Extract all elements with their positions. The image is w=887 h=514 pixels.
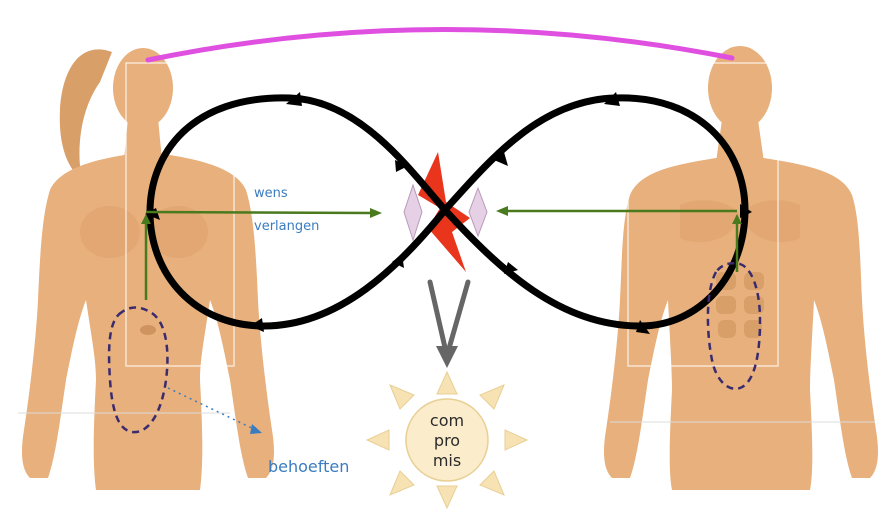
funnel-arrow (427, 279, 471, 368)
desire-label: verlangen (254, 219, 319, 234)
needs-pointer-head (250, 424, 262, 434)
needs-label: behoeften (268, 457, 349, 476)
loop-arrowheads (145, 92, 752, 334)
needs-pointer (167, 387, 257, 431)
left-desire-arrow (141, 208, 382, 300)
man-needs-outline (706, 262, 762, 391)
man-figure-icon (604, 46, 878, 490)
compromise-line-2: pro (434, 431, 460, 450)
sun-icon (365, 370, 529, 510)
woman-figure-icon (22, 48, 274, 490)
compromise-line-3: mis (433, 451, 461, 470)
wish-label: wens (254, 186, 288, 201)
connection-arc (145, 27, 735, 63)
right-desire-arrow (496, 206, 742, 272)
woman-needs-outline (107, 306, 169, 434)
right-diamond (468, 186, 488, 238)
man-frame (627, 62, 779, 367)
woman-frame (125, 62, 235, 367)
left-diamond (403, 183, 423, 242)
compromise-line-1: com (430, 411, 464, 430)
